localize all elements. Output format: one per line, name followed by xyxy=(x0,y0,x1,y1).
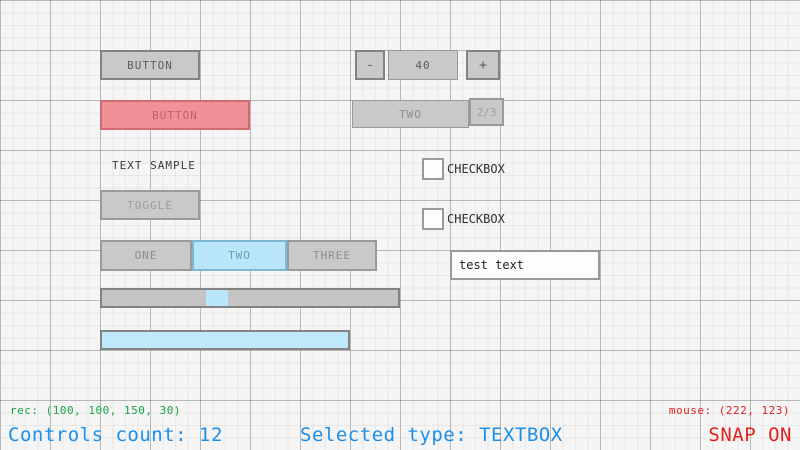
button-pink[interactable]: BUTTON xyxy=(100,100,250,130)
progress-bar xyxy=(100,330,350,350)
status-mouse: mouse: (222, 123) xyxy=(668,404,790,417)
slider-handle[interactable] xyxy=(206,290,228,306)
status-controls-count: Controls count: 12 xyxy=(8,424,223,446)
button-plain[interactable]: BUTTON xyxy=(100,50,200,80)
slider[interactable] xyxy=(100,288,400,308)
checkbox-1-label: CHECKBOX xyxy=(447,162,505,176)
dropdown-index-badge: 2/3 xyxy=(469,98,504,126)
toggle-group-item-two[interactable]: TWO xyxy=(192,240,287,271)
spinner-decrement-button[interactable]: - xyxy=(355,50,385,80)
spinner-increment-button[interactable]: + xyxy=(466,50,500,80)
toggle-group-item-three[interactable]: THREE xyxy=(287,240,377,271)
status-rec: rec: (100, 100, 150, 30) xyxy=(10,404,181,417)
checkbox-2-label: CHECKBOX xyxy=(447,212,505,226)
toggle-button[interactable]: TOGGLE xyxy=(100,190,200,220)
checkbox-2[interactable] xyxy=(422,208,444,230)
status-snap: SNAP ON xyxy=(708,424,792,446)
toggle-group-item-one[interactable]: ONE xyxy=(100,240,192,271)
checkbox-1[interactable] xyxy=(422,158,444,180)
spinner-value[interactable]: 40 xyxy=(388,50,458,80)
textbox[interactable]: test text xyxy=(450,250,600,280)
dropdown-box[interactable]: TWO xyxy=(352,100,469,128)
status-selected-type: Selected type: TEXTBOX xyxy=(300,424,563,446)
text-sample-label: TEXT SAMPLE xyxy=(112,158,196,172)
